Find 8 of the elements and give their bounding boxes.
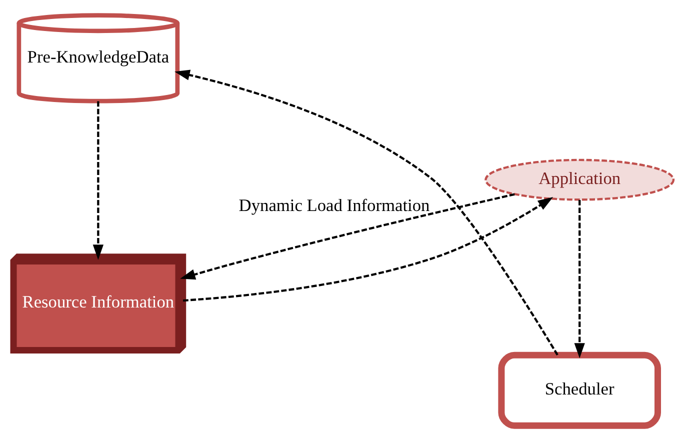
arrow bbox=[174, 70, 558, 356]
arrow bbox=[182, 197, 553, 302]
node-box: Scheduler bbox=[498, 352, 660, 429]
arrow bbox=[574, 200, 584, 358]
edge-label: Dynamic Load Information bbox=[238, 196, 430, 216]
node-ellipse: Application bbox=[484, 158, 674, 201]
arrow bbox=[180, 193, 514, 280]
arrow bbox=[92, 101, 103, 260]
